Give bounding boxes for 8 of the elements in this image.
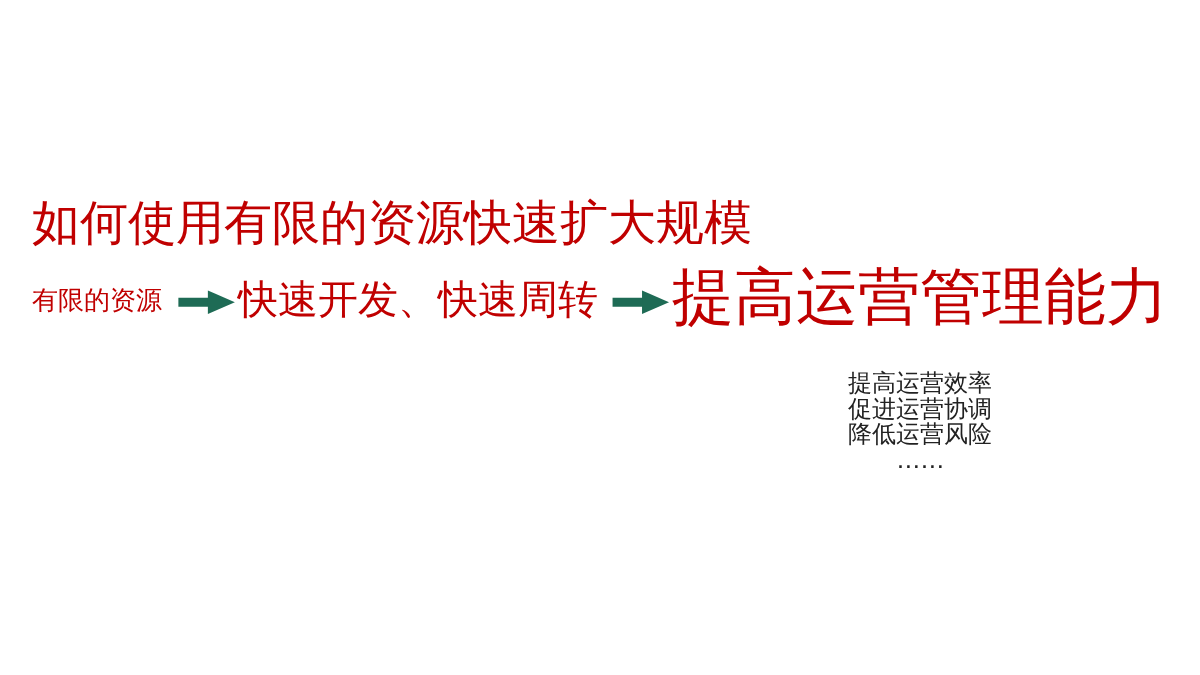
node-label: 促进运营协调 [848,394,993,423]
node-text: 快速开发、快速周转 [237,275,598,322]
node-text: 提高运营管理能力 [672,260,1169,334]
arrow [612,290,670,315]
node-label: 提高运营效率 [848,368,993,397]
arrow [178,290,235,315]
diagram-title: 如何使用有限的资源快速扩大规模 [32,194,753,250]
node-text: 有限的资源 [32,285,163,316]
